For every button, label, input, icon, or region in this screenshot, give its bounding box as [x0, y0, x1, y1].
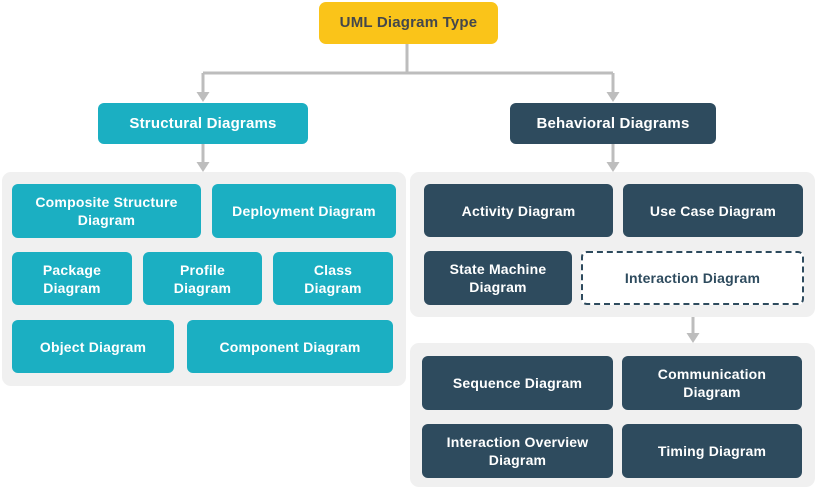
node-behavioral-diagrams: Behavioral Diagrams [510, 103, 716, 144]
node-component-diagram: Component Diagram [187, 320, 393, 373]
node-class-diagram: Class Diagram [273, 252, 393, 305]
node-interaction-overview-diagram: Interaction Overview Diagram [422, 424, 613, 478]
node-profile-diagram: Profile Diagram [143, 252, 262, 305]
node-deployment-diagram: Deployment Diagram [212, 184, 396, 238]
node-communication-diagram: Communication Diagram [622, 356, 802, 410]
node-package-diagram: Package Diagram [12, 252, 132, 305]
node-structural-diagrams: Structural Diagrams [98, 103, 308, 144]
node-timing-diagram: Timing Diagram [622, 424, 802, 478]
node-uml-diagram-type: UML Diagram Type [319, 2, 498, 44]
node-object-diagram: Object Diagram [12, 320, 174, 373]
node-use-case-diagram: Use Case Diagram [623, 184, 803, 237]
node-sequence-diagram: Sequence Diagram [422, 356, 613, 410]
node-composite-structure-diagram: Composite Structure Diagram [12, 184, 201, 238]
node-activity-diagram: Activity Diagram [424, 184, 613, 237]
node-interaction-diagram: Interaction Diagram [581, 251, 804, 305]
node-state-machine-diagram: State Machine Diagram [424, 251, 572, 305]
